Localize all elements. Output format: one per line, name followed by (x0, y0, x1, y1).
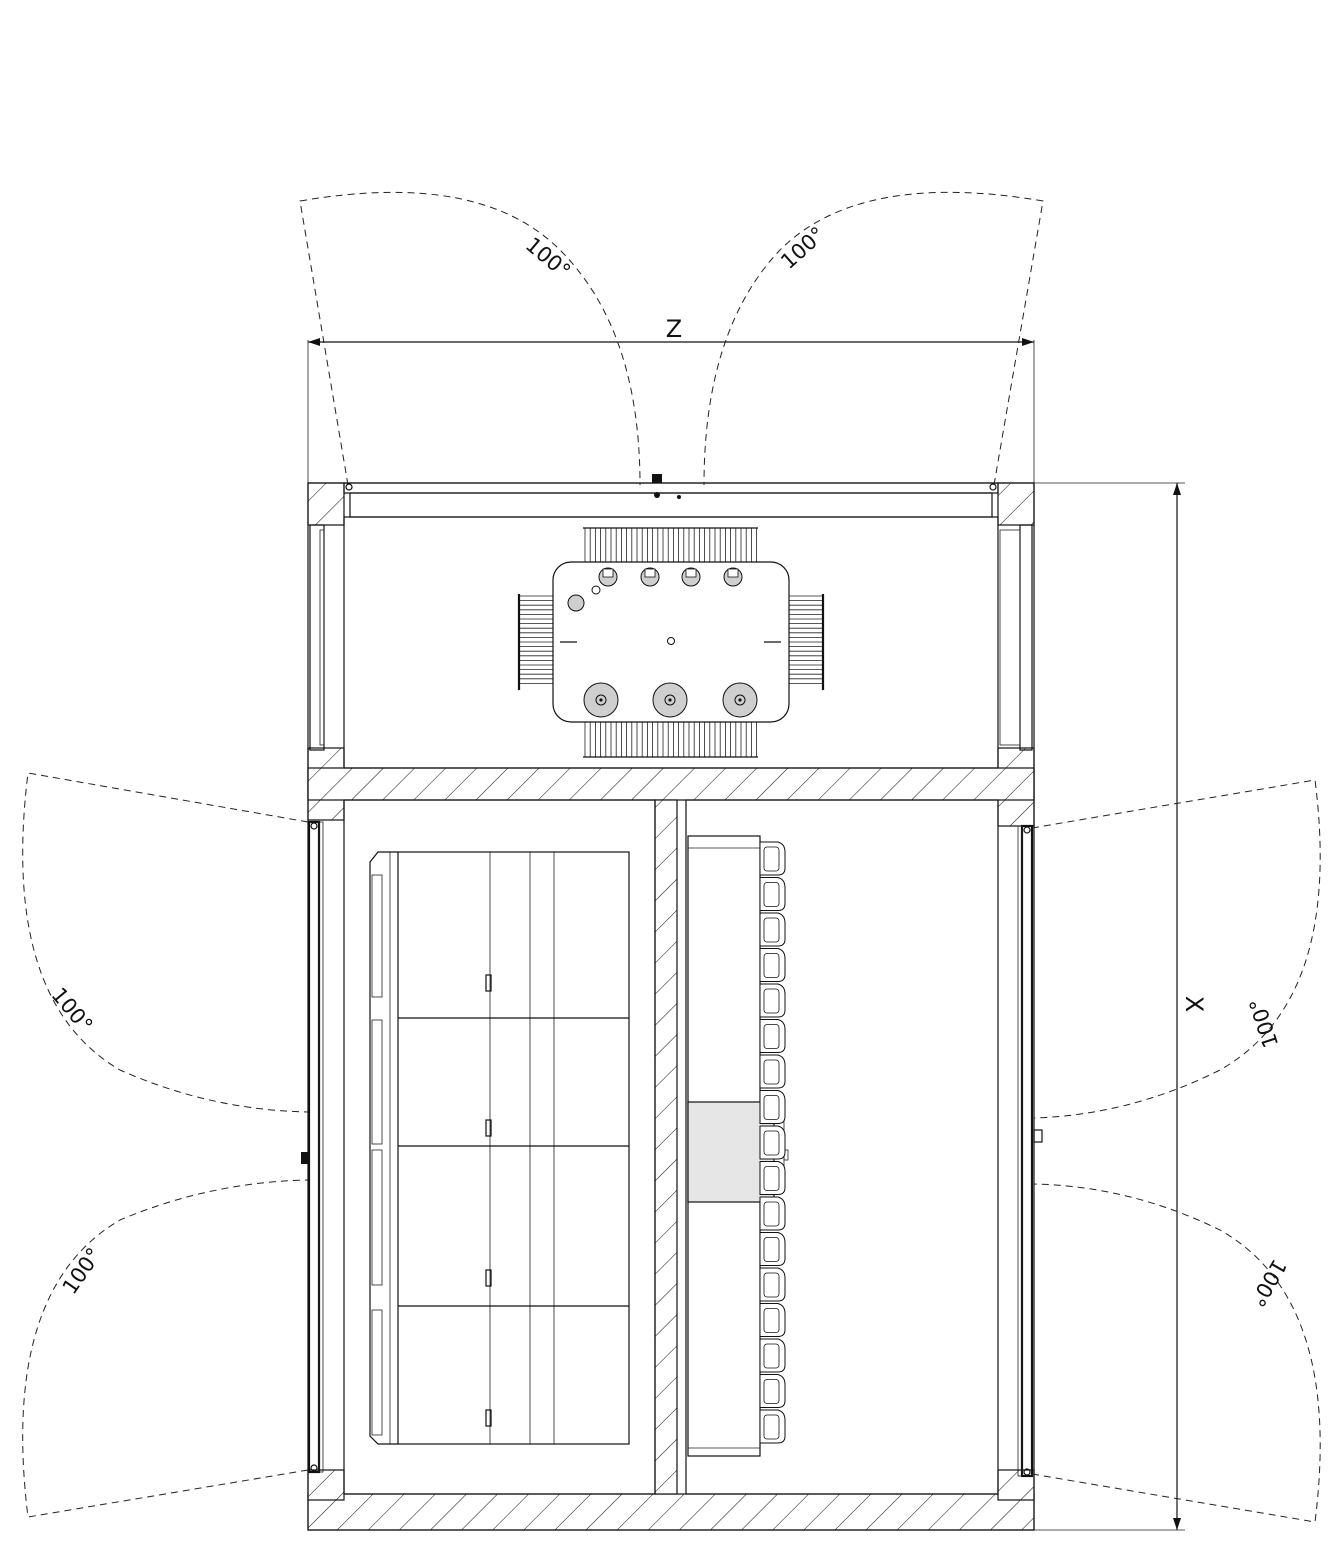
lv-breaker (759, 1338, 786, 1373)
dimension-z-label: Z (666, 315, 682, 343)
wall-middle-partition (307, 767, 1035, 801)
door-hardware (301, 474, 1043, 1476)
swing-angle-left-lower: 100° (58, 1243, 107, 1298)
lv-breaker (759, 877, 786, 911)
lv-breaker (759, 1303, 786, 1337)
swing-angle-left-upper: 100° (47, 983, 98, 1037)
lv-breaker (759, 841, 786, 876)
lv-breaker (759, 1374, 786, 1408)
walls (307, 482, 1035, 1531)
side-door-left (307, 820, 321, 1474)
wall-top-right (997, 482, 1035, 526)
transformer-tank (552, 561, 790, 723)
lv-bushing (640, 567, 660, 587)
lv-distribution-board (687, 835, 789, 1457)
dimension-x: X (1034, 482, 1208, 1531)
hv-bushing (722, 682, 758, 718)
lv-bushing (598, 567, 618, 587)
dimension-x-label: X (1180, 996, 1208, 1012)
swing-angle-right-lower: 100° (1245, 1255, 1291, 1311)
lv-breaker (759, 1090, 786, 1124)
lv-breaker (759, 1125, 786, 1160)
hv-bushing (652, 682, 688, 718)
transformer-room (343, 516, 999, 769)
dimension-z: Z (307, 315, 1035, 483)
gauge-icon (567, 594, 585, 612)
side-door-right (1020, 824, 1034, 1478)
transformer (517, 527, 825, 758)
hv-bushing (583, 682, 619, 718)
lv-breaker (759, 1161, 786, 1195)
swing-angle-right-upper: 100° (1245, 995, 1283, 1051)
wall-bottom-left-corner (307, 1469, 345, 1501)
lv-room (685, 799, 999, 1495)
mv-switchgear (369, 851, 630, 1445)
lv-breaker (759, 983, 786, 1018)
lv-breaker (759, 1232, 786, 1266)
vent-grille-right (1019, 524, 1033, 751)
lv-breaker (759, 912, 786, 947)
lv-bushing (681, 567, 701, 587)
lv-breaker (759, 1196, 786, 1231)
wall-vertical-partition (654, 799, 678, 1495)
lv-breaker (759, 1019, 786, 1053)
wall-top-left (307, 482, 345, 526)
building-outline (307, 482, 1035, 1531)
lv-breaker (759, 1054, 786, 1089)
swing-angle-top-left: 100° (521, 233, 575, 284)
swing-angle-top-right: 100° (776, 222, 830, 274)
wall-bottom (307, 1493, 1035, 1531)
vent-grille-left (309, 524, 325, 751)
lv-bushing (723, 567, 743, 587)
lv-breaker (759, 1409, 786, 1444)
lv-breaker (759, 1267, 786, 1302)
switchgear-room (343, 799, 656, 1495)
lv-breaker (759, 948, 786, 982)
